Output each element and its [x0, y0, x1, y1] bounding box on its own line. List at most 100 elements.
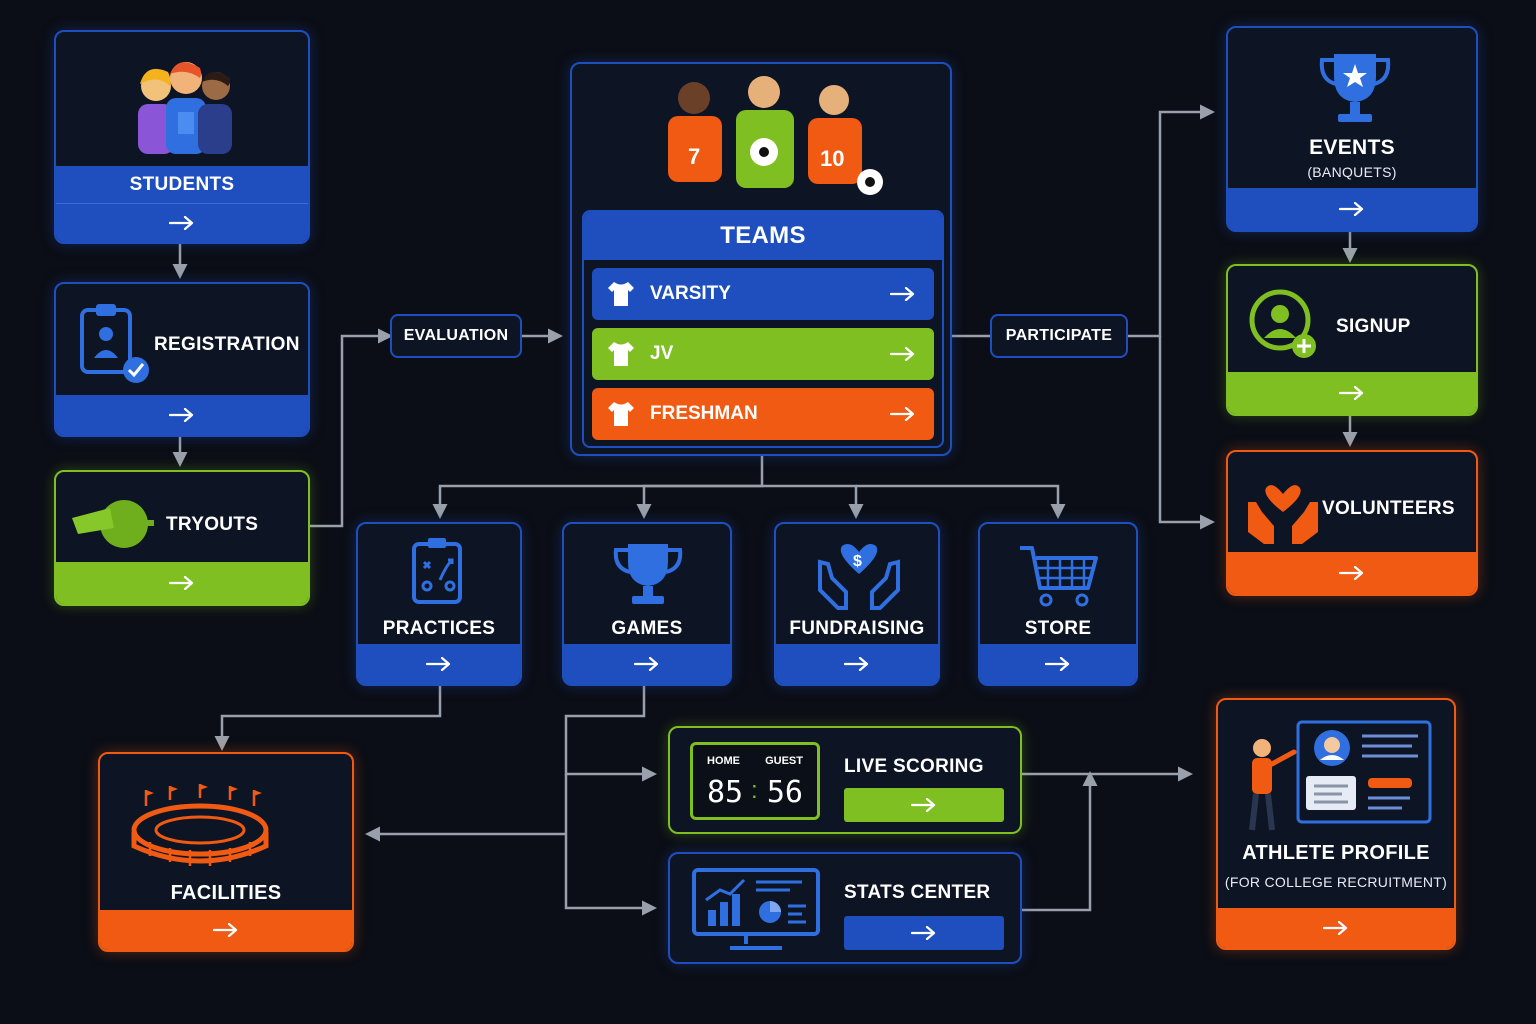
hands-heart-icon [1248, 485, 1318, 544]
volunteers-arrow-icon[interactable] [1339, 566, 1365, 580]
volunteers-title: VOLUNTEERS [1322, 498, 1455, 519]
tier-arrow-icon[interactable] [890, 407, 916, 421]
participate-pill: PARTICIPATE [990, 314, 1128, 358]
clipboard-check-icon [80, 304, 149, 383]
fundraising-card[interactable]: $ FUNDRAISING [774, 522, 940, 686]
svg-text:10: 10 [820, 146, 844, 171]
fundraising-arrow-icon[interactable] [844, 657, 870, 671]
registration-arrow-icon[interactable] [169, 408, 195, 422]
teams-card: 7 10 TEAMS VARSITY JV FRESHMAN [570, 62, 952, 456]
svg-text:7: 7 [688, 144, 700, 169]
guest-score: 56 [766, 775, 803, 810]
signup-card[interactable]: SIGNUP [1226, 264, 1478, 416]
teams-title: TEAMS [720, 222, 806, 249]
tryouts-title: TRYOUTS [166, 514, 259, 535]
registration-card[interactable]: REGISTRATION [54, 282, 310, 437]
fundraising-bar[interactable] [776, 644, 938, 684]
scoreboard-icon: HOME GUEST 85 : 56 [690, 742, 820, 820]
facilities-card[interactable]: FACILITIES [98, 752, 354, 952]
home-label: HOME [707, 755, 740, 767]
live-scoring-card[interactable]: HOME GUEST 85 : 56 LIVE SCORING [668, 726, 1022, 834]
games-title: GAMES [611, 618, 683, 639]
live-scoring-button[interactable] [844, 788, 1004, 822]
events-subtitle: (BANQUETS) [1307, 164, 1397, 180]
tier-arrow-icon[interactable] [890, 347, 916, 361]
facilities-arrow-icon[interactable] [213, 923, 239, 937]
home-score: 85 [707, 775, 744, 810]
tier-label: FRESHMAN [650, 403, 758, 424]
user-add-icon [1249, 289, 1316, 358]
signup-arrow-icon[interactable] [1339, 386, 1365, 400]
athlete-profile-arrow-icon[interactable] [1323, 921, 1349, 935]
cart-icon [1020, 546, 1098, 607]
evaluation-pill: EVALUATION [390, 314, 522, 358]
trophy-icon [613, 544, 683, 604]
playbook-icon [412, 538, 462, 604]
facilities-bar[interactable] [100, 910, 352, 950]
store-arrow-icon[interactable] [1045, 657, 1071, 671]
athlete-profile-bar[interactable] [1218, 908, 1454, 948]
athlete-profile-subtitle: (FOR COLLEGE RECRUITMENT) [1224, 874, 1448, 890]
practices-arrow-icon[interactable] [426, 657, 452, 671]
tier-arrow-icon[interactable] [890, 287, 916, 301]
hands-dollar-icon: $ [818, 544, 900, 610]
store-bar[interactable] [980, 644, 1136, 684]
tier-label: JV [650, 343, 674, 364]
soccer-players-icon: 7 10 [668, 76, 883, 195]
practices-card[interactable]: PRACTICES [356, 522, 522, 686]
signup-title: SIGNUP [1336, 316, 1411, 337]
games-arrow-icon[interactable] [634, 657, 660, 671]
stats-center-title: STATS CENTER [844, 882, 991, 903]
store-card[interactable]: STORE [978, 522, 1138, 686]
svg-text:$: $ [853, 553, 862, 570]
profile-presentation-icon [1249, 720, 1432, 831]
registration-title: REGISTRATION [154, 334, 300, 355]
practices-bar[interactable] [358, 644, 520, 684]
students-group-icon [138, 62, 232, 154]
teams-panel: TEAMS VARSITY JV FRESHMAN [582, 210, 944, 448]
tier-varsity[interactable]: VARSITY [592, 268, 934, 320]
students-title: STUDENTS [129, 173, 235, 195]
whistle-icon [72, 500, 154, 548]
tryouts-card[interactable]: TRYOUTS [54, 470, 310, 606]
students-card[interactable]: STUDENTS [54, 30, 310, 244]
store-title: STORE [1024, 618, 1092, 639]
tryouts-bar[interactable] [56, 562, 308, 604]
tier-jv[interactable]: JV [592, 328, 934, 380]
games-bar[interactable] [564, 644, 730, 684]
jersey-icon [608, 342, 634, 366]
events-card[interactable]: EVENTS (BANQUETS) [1226, 26, 1478, 232]
tryouts-arrow-icon[interactable] [169, 576, 195, 590]
events-arrow-icon[interactable] [1339, 202, 1365, 216]
teams-header: TEAMS [584, 212, 942, 260]
practices-title: PRACTICES [382, 618, 496, 639]
volunteers-bar[interactable] [1228, 552, 1476, 594]
stadium-icon [131, 784, 269, 866]
students-label-bar: STUDENTS [56, 166, 308, 242]
stats-center-button[interactable] [844, 916, 1004, 950]
tier-freshman[interactable]: FRESHMAN [592, 388, 934, 440]
live-scoring-title: LIVE SCORING [844, 756, 984, 777]
tier-label: VARSITY [650, 283, 731, 304]
jersey-icon [608, 402, 634, 426]
analytics-monitor-icon [692, 868, 820, 950]
students-arrow-icon[interactable] [169, 216, 195, 230]
volunteers-card[interactable]: VOLUNTEERS [1226, 450, 1478, 596]
guest-label: GUEST [765, 755, 803, 767]
events-title: EVENTS [1309, 136, 1395, 159]
games-card[interactable]: GAMES [562, 522, 732, 686]
athlete-profile-card[interactable]: ATHLETE PROFILE (FOR COLLEGE RECRUITMENT… [1216, 698, 1456, 950]
live-scoring-arrow-icon[interactable] [911, 798, 937, 812]
jersey-icon [608, 282, 634, 306]
score-separator: : [751, 777, 758, 804]
registration-bar[interactable] [56, 395, 308, 435]
stats-center-card[interactable]: STATS CENTER [668, 852, 1022, 964]
trophy-star-icon [1319, 54, 1391, 122]
facilities-title: FACILITIES [170, 882, 282, 904]
stats-center-arrow-icon[interactable] [911, 926, 937, 940]
fundraising-title: FUNDRAISING [789, 618, 925, 639]
athlete-profile-title: ATHLETE PROFILE [1242, 842, 1430, 864]
signup-bar[interactable] [1228, 372, 1476, 414]
events-bar[interactable] [1228, 188, 1476, 230]
